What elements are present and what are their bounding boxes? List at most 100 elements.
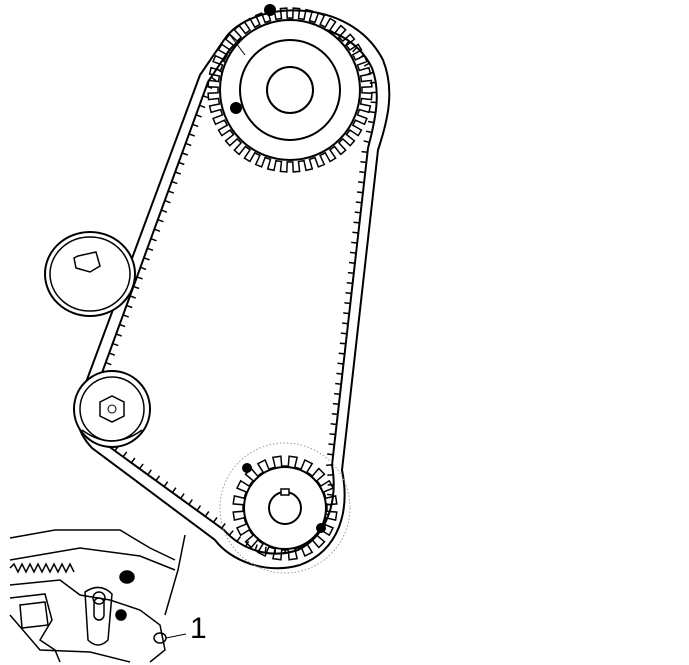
belt-tooth xyxy=(344,302,351,305)
callout-label-1: 1 xyxy=(190,612,207,645)
engine-block-bolt-head xyxy=(92,591,106,605)
belt-tooth xyxy=(352,231,359,234)
belt-tooth xyxy=(210,76,217,82)
belt-tooth xyxy=(351,241,358,244)
belt-tooth xyxy=(150,237,157,242)
belt-tooth xyxy=(171,487,177,493)
belt-tooth xyxy=(363,62,370,67)
belt-tooth xyxy=(157,218,164,223)
belt-tooth xyxy=(143,257,150,261)
engine-block-right-post xyxy=(164,534,186,616)
belt-tooth xyxy=(348,261,355,264)
belt-tooth xyxy=(360,160,367,164)
engine-block-stud xyxy=(119,570,135,584)
belt-tooth xyxy=(332,402,339,406)
belt-tooth xyxy=(356,191,363,194)
belt-tooth xyxy=(350,251,357,254)
cam-belt-mark-dot xyxy=(264,4,276,16)
belt-tooth xyxy=(204,511,210,517)
belt-tooth xyxy=(361,150,368,154)
engine-block-bracket xyxy=(84,586,113,646)
belt-tooth xyxy=(147,469,152,476)
belt-tooth xyxy=(155,475,161,482)
belt-tooth xyxy=(236,536,242,542)
belt-tooth xyxy=(264,546,267,553)
engine-block-left-lobe xyxy=(9,593,61,663)
belt-tooth xyxy=(199,104,206,109)
belt-tooth xyxy=(188,499,193,505)
crank-sprocket-body xyxy=(243,466,327,550)
belt-tooth xyxy=(136,276,143,280)
belt-tooth xyxy=(359,171,366,174)
belt-tooth xyxy=(122,314,129,318)
belt-tooth xyxy=(212,517,218,523)
belt-tooth xyxy=(339,342,346,345)
belt-tooth xyxy=(188,133,195,137)
cam-sprocket-teeth xyxy=(207,7,373,173)
belt-tooth xyxy=(105,361,112,366)
belt-tooth xyxy=(343,312,350,315)
belt-tooth xyxy=(354,211,361,214)
belt-tooth xyxy=(363,140,370,144)
engine-block-gear-rack xyxy=(9,562,75,574)
engine-block-screw xyxy=(115,609,127,621)
belt-outer-edge xyxy=(75,9,391,570)
engine-block-icon xyxy=(9,529,186,663)
tensioner-pulley-icon xyxy=(73,370,151,448)
cam-teeth-outline xyxy=(207,7,373,173)
belt-tooth xyxy=(140,266,147,271)
belt-tooth xyxy=(126,304,133,309)
belt-tooth xyxy=(163,481,169,488)
belt-tooth xyxy=(174,171,182,175)
idler-pulley-inner xyxy=(49,236,131,312)
tensioner-hex-bore xyxy=(107,404,117,414)
idler-pulley-outer xyxy=(44,231,136,317)
camshaft-sprocket-icon xyxy=(207,4,373,173)
belt-tooth xyxy=(167,190,175,194)
belt-tooth xyxy=(178,161,185,166)
engine-block-callout-bolt xyxy=(153,632,167,644)
belt-tooth xyxy=(185,142,192,147)
belt-tooth xyxy=(336,372,343,375)
cam-sprocket-hub-outer xyxy=(239,39,341,141)
belt-tooth xyxy=(154,228,161,233)
belt-tooth xyxy=(122,451,128,458)
belt-tooth xyxy=(192,123,199,128)
belt-tooth xyxy=(334,392,341,395)
cam-timing-mark-dot xyxy=(230,102,242,114)
belt-tooth xyxy=(335,382,342,385)
belt-tooth xyxy=(331,412,338,416)
cam-reference-line xyxy=(229,34,246,56)
callout-leader-line xyxy=(165,633,187,639)
belt-tooth xyxy=(119,323,126,328)
belt-tooth xyxy=(115,333,123,337)
tensioner-pulley-rim xyxy=(81,429,143,442)
cam-sprocket-hub-inner xyxy=(266,66,314,114)
belt-tooth xyxy=(138,463,144,470)
engine-block-upper-rail xyxy=(9,547,176,571)
belt-tooth xyxy=(221,522,226,529)
belt-tooth xyxy=(228,530,234,536)
belt-tooth xyxy=(340,332,347,335)
engine-block-top-edge xyxy=(9,529,176,561)
crank-timing-mark-dot xyxy=(242,463,252,473)
belt-tooth xyxy=(202,95,209,99)
crank-keyway xyxy=(280,488,290,496)
belt-tooth xyxy=(347,271,354,275)
belt-tooth xyxy=(112,342,119,347)
belt-tooth xyxy=(179,493,185,499)
engine-block-lower-body xyxy=(9,579,166,663)
belt-tooth xyxy=(254,544,258,551)
idler-pulley-hex-nut xyxy=(73,251,101,273)
belt-tooth xyxy=(326,464,333,467)
belt-tooth xyxy=(164,199,171,204)
engine-block-bolt-slot xyxy=(93,597,105,621)
belt-tooth xyxy=(338,352,345,355)
crank-timing-mark-dot-2 xyxy=(316,523,326,533)
belt-tooth xyxy=(161,209,168,213)
idler-pulley-icon xyxy=(44,231,136,317)
belt-tooth xyxy=(358,181,365,184)
belt-tooth xyxy=(327,453,334,456)
belt-tooth xyxy=(328,443,335,446)
